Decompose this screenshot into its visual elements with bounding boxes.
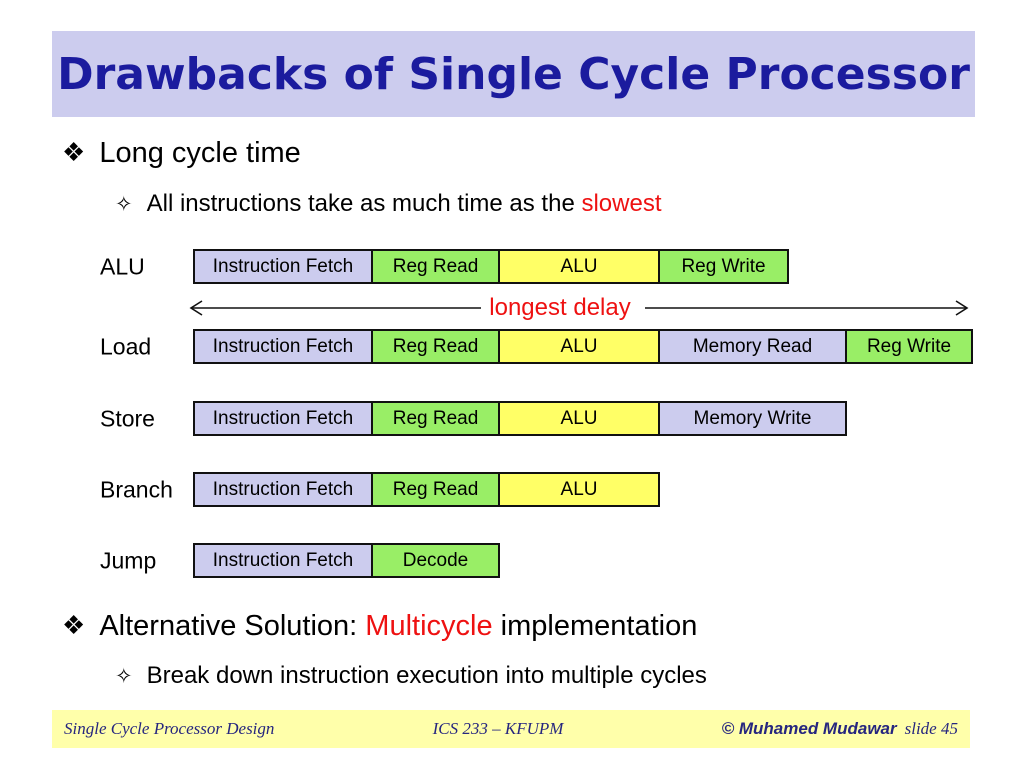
subbullet-break-down: ✧ Break down instruction execution into … <box>115 662 707 690</box>
stage-box-alu: ALU <box>498 329 660 364</box>
stage-box-reg-write: Reg Write <box>658 249 789 284</box>
footer-course-title: Single Cycle Processor Design <box>64 719 275 738</box>
subbullet-break-down-text: Break down instruction execution into mu… <box>146 662 707 689</box>
stage-box-decode: Decode <box>371 543 500 578</box>
row-label-branch: Branch <box>100 476 173 502</box>
stage-box-reg-read: Reg Read <box>371 329 500 364</box>
footer-author: © Muhamed Mudawar <box>721 719 897 738</box>
stage-box-instruction-fetch: Instruction Fetch <box>193 401 373 436</box>
stage-box-alu: ALU <box>498 401 660 436</box>
bullet-long-cycle-time-text: Long cycle time <box>99 137 301 169</box>
stage-box-reg-read: Reg Read <box>371 472 500 507</box>
bullet-alternative-solution-text: Alternative Solution: Multicycle impleme… <box>99 610 698 642</box>
stage-box-instruction-fetch: Instruction Fetch <box>193 472 373 507</box>
row-label-load: Load <box>100 333 152 359</box>
stage-box-alu: ALU <box>498 472 660 507</box>
diamond-bullet-icon: ❖ <box>62 610 86 640</box>
stage-box-instruction-fetch: Instruction Fetch <box>193 249 373 284</box>
subbullet-slowest: ✧ All instructions take as much time as … <box>115 190 662 218</box>
row-label-store: Store <box>100 405 155 431</box>
stage-box-memory-read: Memory Read <box>658 329 847 364</box>
stage-box-reg-read: Reg Read <box>371 401 500 436</box>
footer-credit: © Muhamed Mudawar slide 45 <box>722 719 958 739</box>
open-diamond-bullet-icon: ✧ <box>115 665 133 688</box>
highlight-slowest: slowest <box>581 190 662 217</box>
page-title: Drawbacks of Single Cycle Processor <box>57 48 970 100</box>
highlight-multicycle: Multicycle <box>365 610 493 642</box>
open-diamond-bullet-icon: ✧ <box>115 193 133 216</box>
title-bar: Drawbacks of Single Cycle Processor <box>52 31 975 117</box>
stage-box-reg-read: Reg Read <box>371 249 500 284</box>
subbullet-slowest-text: All instructions take as much time as th… <box>146 190 662 217</box>
stage-box-memory-write: Memory Write <box>658 401 847 436</box>
stage-box-instruction-fetch: Instruction Fetch <box>193 543 373 578</box>
row-label-alu: ALU <box>100 253 145 279</box>
longest-delay-label: longest delay <box>481 294 639 322</box>
longest-delay-arrow <box>189 300 969 316</box>
stage-box-instruction-fetch: Instruction Fetch <box>193 329 373 364</box>
footer-course-code: ICS 233 – KFUPM <box>432 719 564 738</box>
footer-slide-number: slide 45 <box>904 719 958 738</box>
bullet-long-cycle-time: ❖ Long cycle time <box>62 137 301 170</box>
bullet-alternative-solution: ❖ Alternative Solution: Multicycle imple… <box>62 610 697 643</box>
stage-box-reg-write: Reg Write <box>845 329 973 364</box>
stage-box-alu: ALU <box>498 249 660 284</box>
row-label-jump: Jump <box>100 547 157 573</box>
footer-bar: Single Cycle Processor Design ICS 233 – … <box>52 710 970 748</box>
diamond-bullet-icon: ❖ <box>62 137 86 167</box>
